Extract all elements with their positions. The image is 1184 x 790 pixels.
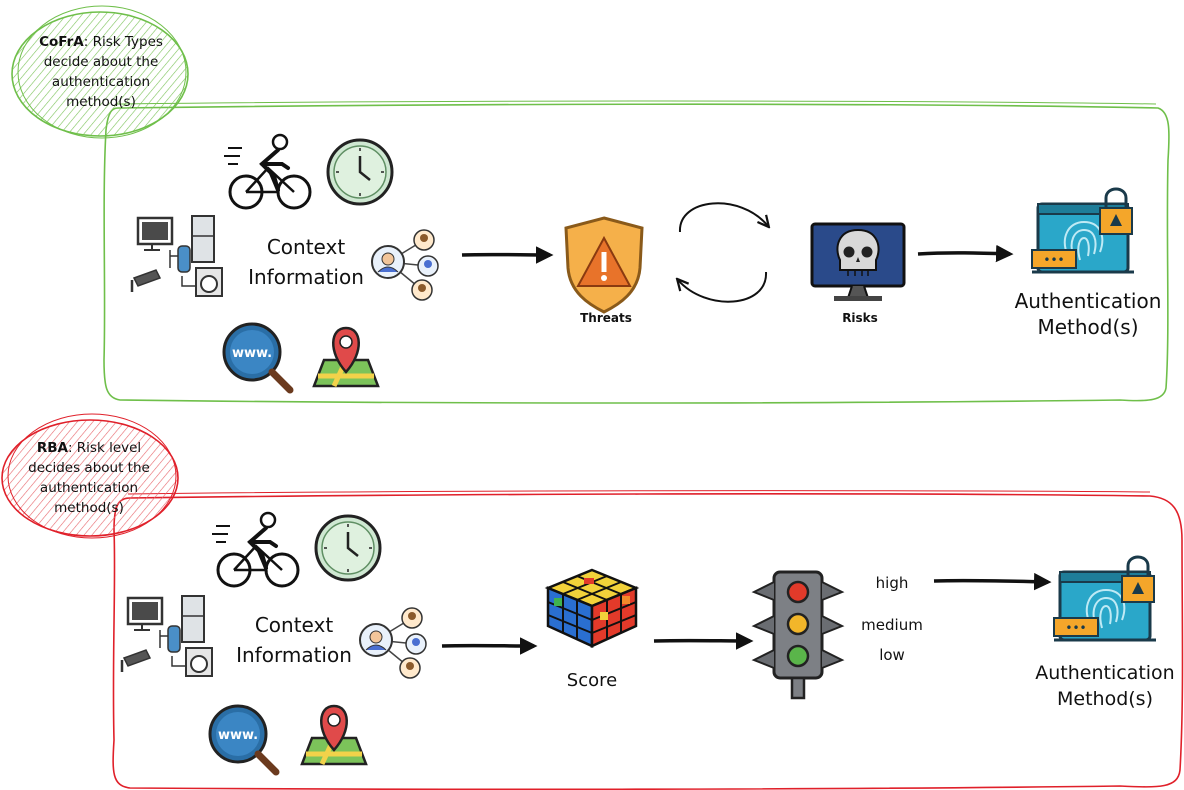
arrow-light-to-auth (933, 572, 1052, 591)
map-pin-icon (314, 328, 378, 386)
cofra-bubble-bold: CoFrA (39, 34, 84, 50)
rba-context-line-2: Information (236, 643, 352, 667)
cofra-auth-line-2: Method(s) (1037, 315, 1139, 339)
cofra-context-line-2: Information (248, 265, 364, 289)
map-pin-icon (302, 706, 366, 764)
rba-bubble-line-1: : Risk level (67, 440, 142, 456)
cofra-panel (11, 5, 1170, 404)
skull-monitor-icon (810, 222, 906, 301)
warning-shield-icon (564, 216, 644, 314)
rba-auth-line-2: Method(s) (1057, 688, 1153, 710)
globe-www-icon (210, 706, 276, 772)
cofra-bubble (11, 11, 189, 137)
rba-bubble-line-2: decides about the (28, 460, 150, 476)
cofra-bubble-line-1: : Risk Types (83, 34, 163, 50)
cofra-bubble-text: CoFrA: Risk Types decide about the authe… (18, 32, 184, 112)
rba-panel (1, 413, 1184, 790)
clock-icon (326, 138, 394, 206)
cycle-arrows-icon (678, 202, 768, 303)
rba-auth-line-1: Authentication (1035, 662, 1175, 684)
cofra-frame (103, 103, 1170, 404)
score-label: Score (566, 670, 618, 691)
level-low: low (879, 646, 905, 664)
rba-auth-label: Authentication Method(s) (1030, 660, 1180, 712)
rba-bubble-text: RBA: Risk level decides about the authen… (6, 438, 172, 518)
cofra-bubble-line-2: decide about the (43, 54, 159, 70)
cofra-auth-line-1: Authentication (1014, 289, 1162, 313)
level-high: high (875, 574, 909, 592)
rba-context-line-1: Context (254, 613, 334, 637)
risks-label: Risks (842, 311, 878, 325)
cofra-bubble-line-4: method(s) (66, 94, 136, 110)
traffic-light-icon (751, 570, 845, 700)
iot-devices-icon (120, 594, 214, 678)
rba-bubble (1, 419, 179, 537)
threats-label: Threats (580, 311, 632, 325)
clock-icon (314, 514, 382, 582)
arrow-risks-to-auth (917, 244, 1014, 263)
cyclist-icon (210, 511, 300, 588)
cofra-bubble-line-3: authentication (51, 74, 151, 90)
cofra-auth-label: Authentication Method(s) (1006, 288, 1170, 340)
cofra-context-line-1: Context (266, 235, 346, 259)
rba-frame (112, 493, 1184, 790)
rubiks-cube-icon (544, 568, 640, 648)
iot-devices-icon (130, 214, 224, 298)
rba-bubble-line-3: authentication (39, 480, 139, 496)
rba-bubble-line-4: method(s) (54, 500, 124, 516)
rba-bubble-bold: RBA (36, 440, 68, 456)
cyclist-icon (222, 133, 312, 210)
rba-context-label: Context Information (214, 610, 374, 670)
fingerprint-lock-icon (1030, 187, 1136, 274)
cofra-context-label: Context Information (226, 232, 386, 292)
globe-www-icon (224, 324, 290, 390)
fingerprint-lock-icon (1052, 555, 1158, 642)
level-medium: medium (861, 616, 923, 634)
